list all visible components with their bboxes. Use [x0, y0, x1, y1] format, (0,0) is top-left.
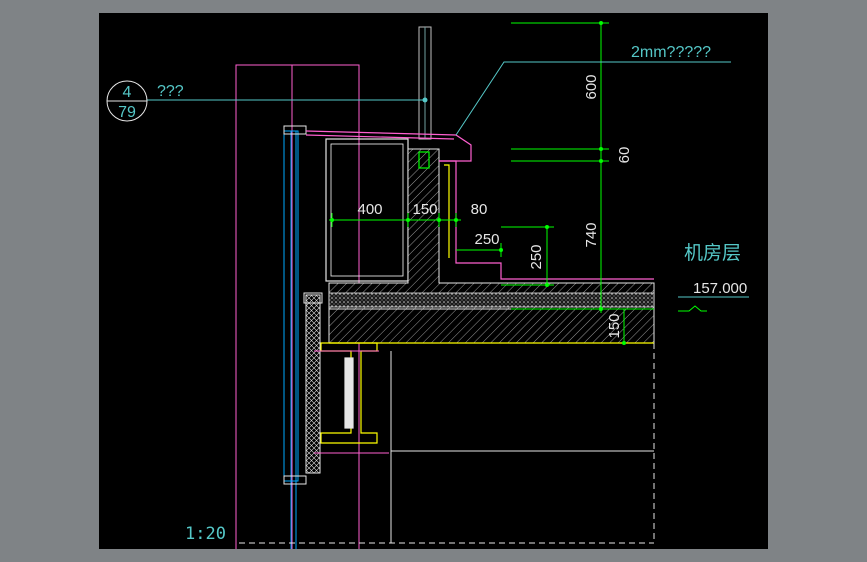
vertical-post — [418, 26, 432, 140]
detail-number: 4 — [123, 84, 132, 101]
dim-150-parapet: 150 — [412, 201, 437, 218]
machine-room-below — [239, 343, 655, 544]
detail-callout-bubble[interactable] — [106, 80, 148, 122]
membrane-note: 2mm????? — [631, 44, 711, 61]
dimension-ticks — [330, 21, 626, 345]
dim-150-slab: 150 — [606, 313, 623, 338]
floor-name: 机房层 — [684, 242, 741, 264]
section-drawing: 4 79 ??? 2mm????? 机房层 157.000 1:20 600 6… — [106, 21, 749, 549]
leader-lines — [147, 61, 749, 298]
parapet-coping — [305, 130, 472, 282]
scale-label: 1:20 — [185, 524, 226, 544]
detail-label: ??? — [157, 83, 184, 100]
dim-600: 600 — [583, 74, 600, 99]
roof-slab — [328, 308, 655, 344]
parapet-concrete — [328, 148, 655, 310]
waterproof-upturn — [418, 151, 654, 280]
roof-insulation — [328, 292, 655, 308]
leader-dot — [422, 97, 428, 103]
dim-400: 400 — [357, 201, 382, 218]
dim-740: 740 — [583, 222, 600, 247]
steel-beam — [320, 342, 378, 444]
cladding-panel — [303, 292, 389, 474]
dim-80: 80 — [471, 201, 488, 218]
dim-250-horizontal: 250 — [474, 231, 499, 248]
dim-250-vertical: 250 — [528, 244, 545, 269]
elevation-label: 157.000 — [693, 280, 747, 297]
dim-60: 60 — [616, 147, 633, 164]
detail-sheet: 79 — [118, 104, 136, 121]
cad-drawing-viewport[interactable]: 4 79 ??? 2mm????? 机房层 157.000 1:20 600 6… — [99, 13, 768, 549]
curtain-wall-mullion — [283, 125, 307, 549]
